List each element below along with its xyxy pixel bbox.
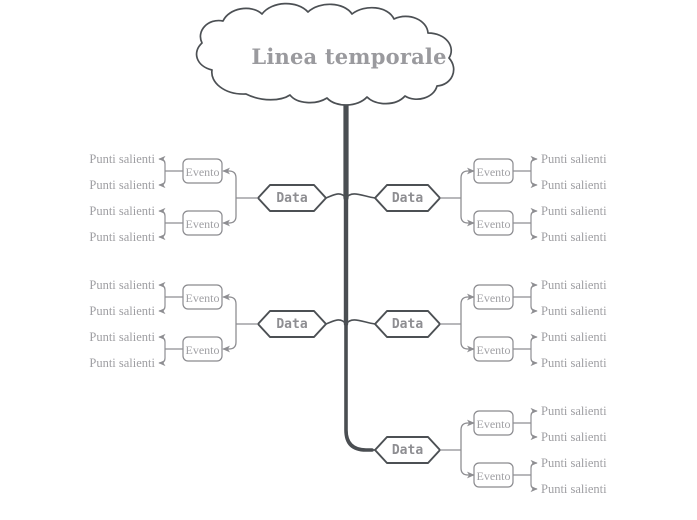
branch-right-3: [372, 407, 538, 493]
bullet-4-2-1[interactable]: Punti salienti: [541, 330, 607, 344]
event-node-4-1[interactable]: Evento: [476, 291, 511, 305]
event-node-3-2[interactable]: Evento: [185, 343, 220, 357]
bullet-5-1-2[interactable]: Punti salienti: [541, 430, 607, 444]
bullet-1-2-2[interactable]: Punti salienti: [89, 230, 155, 244]
bullet-2-2-2[interactable]: Punti salienti: [541, 230, 607, 244]
bullet-5-2-2[interactable]: Punti salienti: [541, 482, 607, 496]
date-node-2[interactable]: Data: [391, 191, 424, 206]
event-node-3-1[interactable]: Evento: [185, 291, 220, 305]
date-node-4[interactable]: Data: [391, 317, 424, 332]
event-node-2-1[interactable]: Evento: [476, 165, 511, 179]
branch-right-1: [345, 155, 538, 241]
bullet-2-1-2[interactable]: Punti salienti: [541, 178, 607, 192]
branch-left-1: [158, 155, 347, 241]
bullet-3-2-2[interactable]: Punti salienti: [89, 356, 155, 370]
date-node-5[interactable]: Data: [391, 443, 424, 458]
bullet-4-1-1[interactable]: Punti salienti: [541, 278, 607, 292]
event-node-2-2[interactable]: Evento: [476, 217, 511, 231]
event-node-1-2[interactable]: Evento: [185, 217, 220, 231]
event-node-5-1[interactable]: Evento: [476, 417, 511, 431]
branch-right-2: [345, 281, 538, 367]
event-node-5-2[interactable]: Evento: [476, 469, 511, 483]
bullet-2-1-1[interactable]: Punti salienti: [541, 152, 607, 166]
root-title: Linea temporale: [251, 44, 447, 69]
bullet-3-2-1[interactable]: Punti salienti: [89, 330, 155, 344]
branch-left-2: [158, 281, 347, 367]
event-node-4-2[interactable]: Evento: [476, 343, 511, 357]
bullet-2-2-1[interactable]: Punti salienti: [541, 204, 607, 218]
bullet-4-1-2[interactable]: Punti salienti: [541, 304, 607, 318]
bullet-1-2-1[interactable]: Punti salienti: [89, 204, 155, 218]
cloud-shape: [195, 2, 455, 106]
bullet-4-2-2[interactable]: Punti salienti: [541, 356, 607, 370]
bullet-1-1-2[interactable]: Punti salienti: [89, 178, 155, 192]
bullet-3-1-1[interactable]: Punti salienti: [89, 278, 155, 292]
date-node-1[interactable]: Data: [276, 191, 308, 206]
bullet-3-1-2[interactable]: Punti salienti: [89, 304, 155, 318]
bullet-5-2-1[interactable]: Punti salienti: [541, 456, 607, 470]
date-node-3[interactable]: Data: [276, 317, 308, 332]
trunk: [343, 93, 374, 452]
event-node-1-1[interactable]: Evento: [185, 165, 220, 179]
bullet-1-1-1[interactable]: Punti salienti: [89, 152, 155, 166]
bullet-5-1-1[interactable]: Punti salienti: [541, 404, 607, 418]
